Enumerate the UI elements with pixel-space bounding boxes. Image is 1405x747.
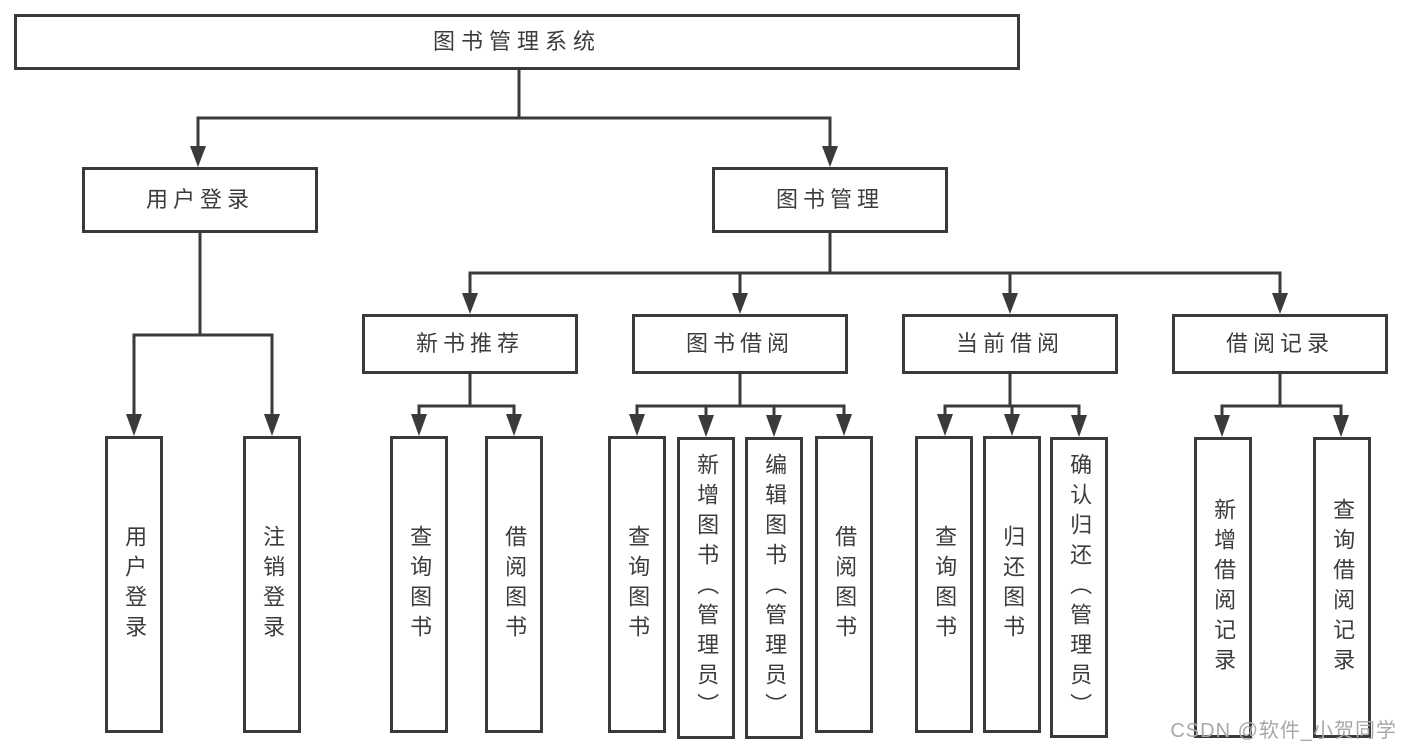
leaf-records-add-record-label: 新增借阅记录 <box>1211 497 1237 678</box>
node-user-login-label: 用户登录 <box>145 187 254 212</box>
connector-records-branch <box>1220 373 1343 419</box>
arrowhead-to-leaf-logout <box>264 414 280 436</box>
leaf-records-query-record: 查询借阅记录 <box>1313 437 1371 738</box>
leaf-records-add-record: 新增借阅记录 <box>1194 437 1252 738</box>
leaf-borrow-query-book: 查询图书 <box>608 436 666 733</box>
leaf-borrow-add-book-admin-label: 新增图书（管理员） <box>694 453 720 723</box>
node-root: 图书管理系统 <box>14 14 1020 70</box>
leaf-borrow-edit-book-admin: 编辑图书（管理员） <box>745 437 803 739</box>
leaf-login-logout: 注销登录 <box>243 436 301 733</box>
node-book-borrow-label: 图书借阅 <box>685 331 794 356</box>
connector-management-branch <box>468 232 1282 295</box>
node-user-login: 用户登录 <box>82 167 318 233</box>
arrowhead-current-return <box>1004 414 1020 436</box>
node-borrow-records: 借阅记录 <box>1172 314 1388 374</box>
node-new-book-recommend-label: 新书推荐 <box>415 331 524 356</box>
leaf-borrow-add-book-admin: 新增图书（管理员） <box>677 437 735 739</box>
arrowhead-records-add <box>1214 415 1230 437</box>
leaf-recommend-query-book-label: 查询图书 <box>407 524 433 645</box>
leaf-recommend-borrow-book: 借阅图书 <box>485 436 543 733</box>
leaf-current-query-book-label: 查询图书 <box>932 524 958 645</box>
leaf-borrow-borrow-book: 借阅图书 <box>815 436 873 733</box>
leaf-current-confirm-return-admin: 确认归还（管理员） <box>1050 437 1108 738</box>
leaf-borrow-edit-book-admin-label: 编辑图书（管理员） <box>762 453 788 723</box>
connector-borrow-branch <box>635 373 846 418</box>
leaf-recommend-borrow-book-label: 借阅图书 <box>502 524 528 645</box>
connector-current-branch <box>943 373 1081 418</box>
node-new-book-recommend: 新书推荐 <box>362 314 578 374</box>
leaf-borrow-borrow-book-label: 借阅图书 <box>832 524 858 645</box>
arrowhead-to-book-borrow <box>732 293 748 314</box>
leaf-borrow-query-book-label: 查询图书 <box>625 524 651 645</box>
arrowhead-to-borrow-records <box>1272 293 1288 314</box>
node-current-borrow: 当前借阅 <box>902 314 1118 374</box>
connector-recommend-branch <box>417 373 516 418</box>
node-book-management: 图书管理 <box>712 167 948 233</box>
arrowhead-to-current-borrow <box>1002 293 1018 314</box>
node-current-borrow-label: 当前借阅 <box>955 331 1064 356</box>
arrowhead-records-query <box>1333 415 1349 437</box>
node-root-label: 图书管理系统 <box>432 29 601 54</box>
node-borrow-records-label: 借阅记录 <box>1225 331 1334 356</box>
leaf-current-confirm-return-admin-label: 确认归还（管理员） <box>1067 452 1093 723</box>
leaf-recommend-query-book: 查询图书 <box>390 436 448 733</box>
leaf-current-query-book: 查询图书 <box>915 436 973 733</box>
arrowhead-current-query <box>937 414 953 436</box>
arrowhead-recommend-borrow <box>506 414 522 436</box>
arrowhead-borrow-query <box>629 414 645 436</box>
arrowhead-to-user-login <box>190 146 206 167</box>
arrowhead-borrow-add <box>698 415 714 437</box>
leaf-current-return-book: 归还图书 <box>983 436 1041 733</box>
leaf-current-return-book-label: 归还图书 <box>1000 524 1026 645</box>
arrowhead-borrow-edit <box>766 415 782 437</box>
connector-login-branch <box>132 232 274 418</box>
node-book-management-label: 图书管理 <box>775 187 884 212</box>
leaf-records-query-record-label: 查询借阅记录 <box>1330 497 1356 678</box>
arrowhead-borrow-borrow <box>836 414 852 436</box>
leaf-login-user-login-label: 用户登录 <box>122 524 148 645</box>
arrowhead-to-leaf-login <box>126 414 142 436</box>
connector-root-stem <box>196 69 832 148</box>
leaf-login-user-login: 用户登录 <box>105 436 163 733</box>
watermark: CSDN @软件_小贺同学 <box>1170 720 1397 742</box>
arrowhead-to-new-book <box>462 293 478 314</box>
arrowhead-to-book-management <box>822 146 838 167</box>
arrowhead-recommend-query <box>411 414 427 436</box>
node-book-borrow: 图书借阅 <box>632 314 848 374</box>
leaf-login-logout-label: 注销登录 <box>260 524 286 645</box>
arrowhead-current-confirm <box>1071 415 1087 437</box>
